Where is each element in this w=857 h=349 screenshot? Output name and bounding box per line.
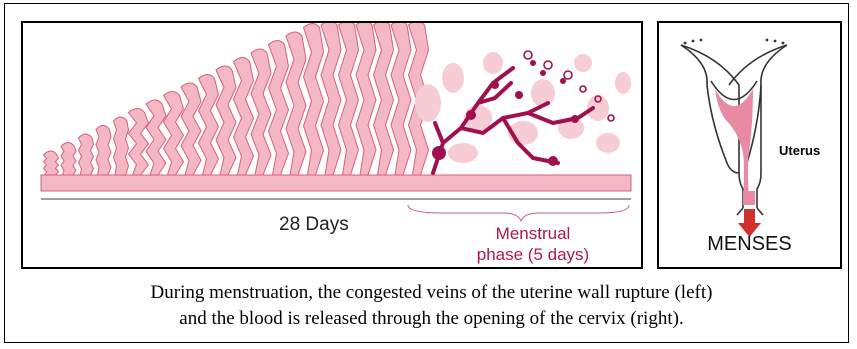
cycle-length-label: 28 Days (279, 214, 349, 236)
blood-droplet (530, 60, 536, 66)
menstrual-phase-label: Menstrual phase (5 days) (448, 223, 618, 265)
uterus-label: Uterus (779, 143, 820, 158)
vessel-ring (608, 115, 614, 121)
blood-droplet (540, 70, 546, 76)
vessel-ring (524, 51, 532, 59)
figure-frame: 28 Days Menstrual phase (5 days) (4, 3, 849, 343)
endometrial-fold (286, 32, 306, 175)
endometrial-fold (234, 58, 254, 175)
cervix-opening (743, 191, 755, 205)
endometrial-fold (146, 100, 166, 175)
shed-tissue-fragment (574, 54, 592, 72)
endometrial-fold (374, 23, 394, 175)
vessel-ring (544, 61, 552, 69)
phase-label-line-1: Menstrual (448, 223, 618, 244)
blood-droplet (491, 81, 499, 89)
shed-tissue-fragment (415, 84, 441, 122)
blood-droplet (515, 91, 523, 99)
vessel-ring (564, 71, 572, 79)
endometrial-fold (114, 117, 129, 175)
menses-label: MENSES (659, 233, 840, 256)
blood-droplet (560, 78, 566, 84)
blood-droplet (548, 156, 558, 166)
endometrium-base (41, 175, 631, 191)
endometrial-fold (321, 23, 341, 175)
endometrial-fold (356, 23, 376, 175)
uterus-panel: Uterus MENSES (657, 21, 842, 269)
figure-caption: During menstruation, the congested veins… (15, 280, 848, 332)
phase-label-line-2: phase (5 days) (448, 244, 618, 265)
endometrial-fold (129, 109, 149, 175)
shed-tissue-fragment (596, 133, 620, 153)
shed-tissue-fragment (483, 52, 503, 74)
endometrial-fold (79, 134, 94, 175)
endometrial-fold (44, 151, 59, 175)
endometrial-fold (216, 66, 236, 175)
tube-dots (684, 39, 785, 45)
blood-droplet (466, 110, 476, 120)
blood-droplet (432, 146, 446, 160)
ruptured-vein (435, 123, 443, 143)
endometrial-fold (339, 23, 359, 175)
menstrual-phase-brace (408, 205, 629, 221)
endometrial-fold (164, 92, 184, 175)
endometrial-fold (391, 23, 411, 175)
shed-tissue-fragment (448, 143, 478, 163)
endometrial-fold (61, 143, 76, 175)
caption-line-1: During menstruation, the congested veins… (15, 280, 848, 306)
blood-droplet (571, 115, 579, 123)
vessel-ring (580, 86, 586, 92)
shed-tissue-fragment (615, 72, 631, 94)
endometrium-cycle-panel: 28 Days Menstrual phase (5 days) (21, 21, 643, 269)
shed-tissue-fragment (531, 79, 555, 107)
shed-tissue-fragment (442, 63, 464, 93)
endometrial-fold (96, 126, 111, 175)
caption-line-2: and the blood is released through the op… (15, 306, 848, 332)
endometrial-fold (269, 41, 289, 175)
endometrial-fold (304, 24, 324, 175)
endometrial-fold (199, 75, 219, 175)
endometrial-fold (181, 83, 201, 175)
